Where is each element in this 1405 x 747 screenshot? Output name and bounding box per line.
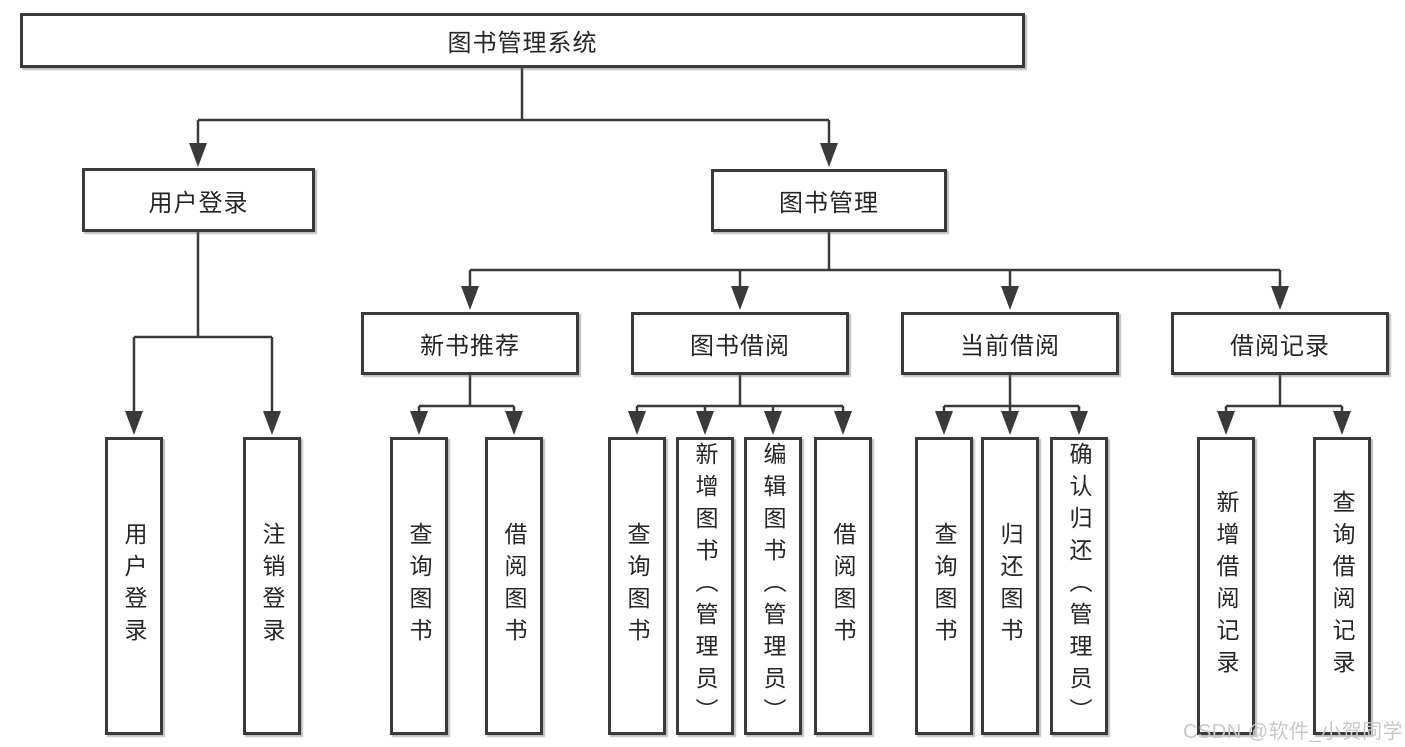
leaf-confirm-return-admin-label: 确认归还（管理员） bbox=[1066, 442, 1092, 730]
leaf-query-books-1: 查询图书 bbox=[390, 437, 448, 735]
arrow-down-icon bbox=[263, 411, 281, 435]
leaf-query-borrow-record: 查询借阅记录 bbox=[1313, 437, 1371, 735]
node-borrowing-records: 借阅记录 bbox=[1171, 312, 1389, 375]
leaf-return-book-label: 归还图书 bbox=[997, 522, 1023, 650]
csdn-watermark: CSDN @软件_小贺同学 bbox=[1183, 721, 1404, 743]
node-book-management: 图书管理 bbox=[711, 169, 947, 232]
leaf-logout-label: 注销登录 bbox=[259, 522, 285, 650]
arrow-down-icon bbox=[696, 411, 714, 435]
leaf-confirm-return-admin: 确认归还（管理员） bbox=[1050, 437, 1108, 735]
leaf-user-login-label: 用户登录 bbox=[121, 522, 147, 650]
node-user-login-label: 用户登录 bbox=[148, 189, 249, 217]
node-book-borrowing-label: 图书借阅 bbox=[690, 333, 790, 360]
node-library-system-label: 图书管理系统 bbox=[447, 30, 598, 57]
arrow-down-icon bbox=[628, 411, 646, 435]
connector-lines bbox=[132, 68, 1344, 413]
arrow-down-icon bbox=[189, 143, 207, 167]
arrow-down-icon bbox=[1271, 286, 1289, 310]
node-current-borrowing: 当前借阅 bbox=[901, 312, 1119, 375]
node-current-borrowing-label: 当前借阅 bbox=[960, 333, 1060, 360]
leaf-borrow-books-1-label: 借阅图书 bbox=[501, 522, 527, 650]
arrow-down-icon bbox=[125, 411, 143, 435]
arrow-down-icon bbox=[1333, 411, 1351, 435]
node-book-borrowing: 图书借阅 bbox=[631, 312, 849, 375]
arrow-down-icon bbox=[1070, 411, 1088, 435]
arrow-down-icon bbox=[834, 411, 852, 435]
arrow-down-icon bbox=[820, 143, 838, 167]
arrow-down-icon bbox=[764, 411, 782, 435]
leaf-edit-book-admin: 编辑图书（管理员） bbox=[744, 437, 802, 735]
leaf-return-book: 归还图书 bbox=[981, 437, 1039, 735]
arrow-down-icon bbox=[461, 286, 479, 310]
leaf-borrow-books-2-label: 借阅图书 bbox=[830, 522, 856, 650]
node-new-book-recommend-label: 新书推荐 bbox=[420, 333, 520, 360]
leaf-add-borrow-record-label: 新增借阅记录 bbox=[1213, 490, 1239, 682]
leaf-borrow-books-1: 借阅图书 bbox=[485, 437, 543, 735]
node-user-login: 用户登录 bbox=[82, 168, 315, 232]
arrow-down-icon bbox=[410, 411, 428, 435]
leaf-query-books-3: 查询图书 bbox=[915, 437, 973, 735]
leaf-query-books-1-label: 查询图书 bbox=[406, 522, 432, 650]
leaf-query-books-2-label: 查询图书 bbox=[624, 522, 650, 650]
leaf-add-book-admin: 新增图书（管理员） bbox=[676, 437, 734, 735]
arrow-down-icon bbox=[1001, 286, 1019, 310]
leaf-user-login: 用户登录 bbox=[105, 437, 163, 735]
leaf-query-borrow-record-label: 查询借阅记录 bbox=[1329, 490, 1355, 682]
leaf-edit-book-admin-label: 编辑图书（管理员） bbox=[760, 442, 786, 730]
node-library-system: 图书管理系统 bbox=[20, 13, 1025, 68]
leaf-add-borrow-record: 新增借阅记录 bbox=[1197, 437, 1255, 735]
leaf-query-books-3-label: 查询图书 bbox=[931, 522, 957, 650]
arrowhead-icons bbox=[125, 143, 1351, 435]
leaf-logout: 注销登录 bbox=[243, 437, 301, 735]
leaf-borrow-books-2: 借阅图书 bbox=[814, 437, 872, 735]
node-book-management-label: 图书管理 bbox=[779, 190, 879, 217]
arrow-down-icon bbox=[731, 286, 749, 310]
arrow-down-icon bbox=[935, 411, 953, 435]
arrow-down-icon bbox=[505, 411, 523, 435]
arrow-down-icon bbox=[1217, 411, 1235, 435]
node-borrowing-records-label: 借阅记录 bbox=[1230, 333, 1330, 360]
arrow-down-icon bbox=[1001, 411, 1019, 435]
leaf-query-books-2: 查询图书 bbox=[608, 437, 666, 735]
node-new-book-recommend: 新书推荐 bbox=[361, 312, 579, 375]
leaf-add-book-admin-label: 新增图书（管理员） bbox=[692, 442, 718, 730]
